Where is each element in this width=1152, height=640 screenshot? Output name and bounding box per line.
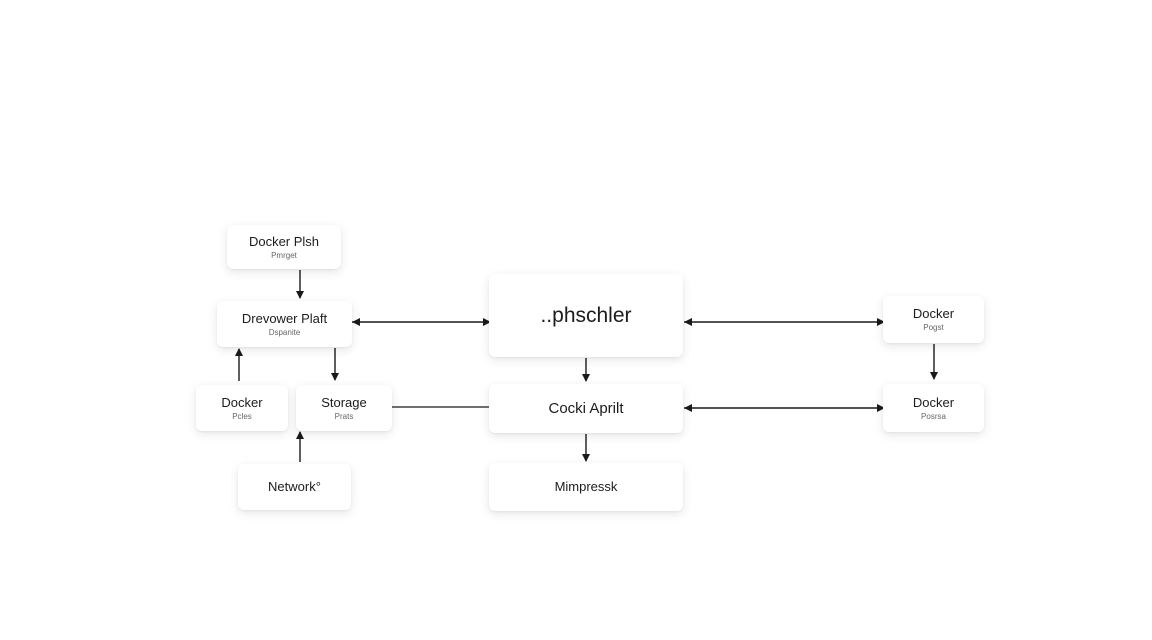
node-docker-right-top[interactable]: Docker Pogst	[883, 296, 984, 343]
node-docker-right-bottom-title: Docker	[912, 394, 955, 410]
node-docker-plsh-title: Docker Plsh	[248, 233, 320, 249]
node-cocki-aprilt[interactable]: Cocki Aprilt	[489, 384, 683, 433]
node-docker-right-top-subtitle: Pogst	[923, 323, 944, 332]
arrowhead-left-cocki-r2	[684, 404, 692, 412]
arrowhead-left-drevower	[352, 318, 360, 326]
node-drevower-plaft-title: Drevower Plaft	[241, 310, 328, 326]
node-docker-left-title: Docker	[221, 394, 263, 410]
node-docker-right-bottom-subtitle: Posrsa	[921, 411, 946, 421]
node-docker-right-bottom[interactable]: Docker Posrsa	[883, 384, 984, 432]
node-drevower-plaft-subtitle: Dspanite	[268, 327, 301, 337]
node-docker-left-subtitle: Pcles	[232, 411, 252, 421]
arrowhead-left-phschler-r1	[684, 318, 692, 326]
node-mimpressk[interactable]: Mimpressk	[489, 463, 683, 511]
node-storage-title: Storage	[321, 394, 367, 410]
node-cocki-aprilt-title: Cocki Aprilt	[548, 399, 624, 417]
node-docker-plsh[interactable]: Docker Plsh Pmrget	[227, 225, 341, 269]
node-storage-subtitle: Prats	[334, 411, 354, 421]
node-phschler-title: ..phschler	[540, 303, 632, 327]
node-drevower-plaft[interactable]: Drevower Plaft Dspanite	[217, 301, 352, 347]
node-storage[interactable]: Storage Prats	[296, 385, 392, 431]
node-docker-right-top-title: Docker	[912, 306, 955, 321]
node-mimpressk-title: Mimpressk	[554, 479, 618, 494]
node-docker-left[interactable]: Docker Pcles	[196, 385, 288, 431]
node-network-title: Network°	[268, 479, 321, 494]
node-network[interactable]: Network°	[238, 464, 351, 510]
node-phschler[interactable]: ..phschler	[489, 274, 683, 357]
node-docker-plsh-subtitle: Pmrget	[271, 250, 297, 260]
